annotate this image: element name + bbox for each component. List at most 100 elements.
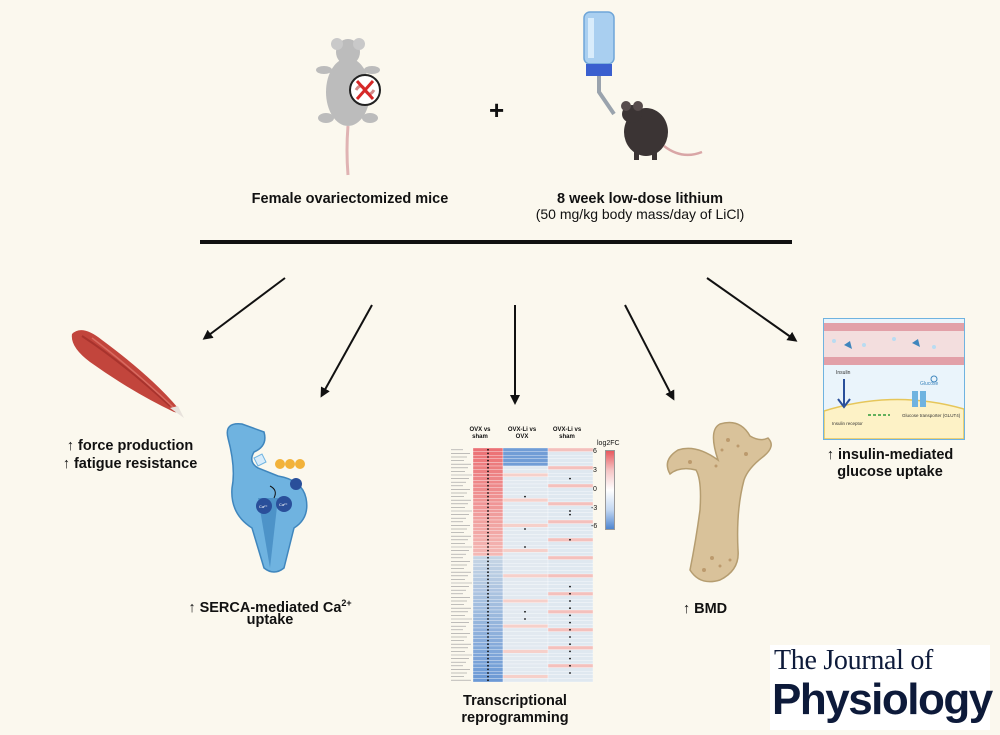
significance-dot: [487, 589, 489, 592]
heatmap-cell: [502, 663, 549, 668]
significance-dot: [569, 664, 571, 667]
heatmap-cell: [502, 458, 549, 463]
heatmap-cell: [502, 624, 549, 629]
heatmap-cell: [502, 602, 549, 607]
significance-dot: [487, 499, 489, 502]
ovariectomized-mouse-illustration: [300, 30, 400, 180]
heatmap-cell: [547, 530, 593, 535]
significance-dot: [487, 553, 489, 556]
heatmap-cell: [502, 455, 549, 459]
heatmap-cell: [547, 469, 593, 474]
significance-dot: [487, 502, 489, 505]
journal-title-line1: The Journal of: [774, 645, 934, 676]
heatmap-cell: [502, 523, 549, 528]
heatmap-cell: [502, 448, 549, 452]
significance-dot: [487, 592, 489, 595]
significance-dot: [569, 592, 571, 595]
heatmap-cell: [502, 595, 549, 600]
significance-dot: [487, 470, 489, 473]
significance-dot: [487, 531, 489, 534]
journal-logo: The Journal of Physiology: [770, 645, 993, 730]
heatmap-cell: [547, 487, 593, 492]
muscle-outcome-1: ↑ force production: [66, 438, 194, 454]
heatmap-cell: [547, 462, 593, 467]
significance-dot: [487, 600, 489, 602]
significance-dot: [487, 578, 489, 581]
heatmap-cell: [547, 534, 593, 539]
heatmap-cell: [502, 498, 549, 503]
heatmap-cell: [547, 573, 593, 578]
divider-bar: [200, 240, 792, 244]
significance-dot: [524, 528, 526, 530]
glucose-text: Glucose: [920, 381, 939, 387]
heatmap-col-header-1: OVX vs sham: [469, 427, 491, 440]
heatmap-cell: [547, 588, 593, 593]
significance-dot: [524, 610, 526, 613]
heatmap-cell: [547, 527, 593, 531]
heatmap-cell: [502, 573, 549, 578]
heatmap-cell: [547, 678, 593, 683]
scale-tick-1: 6: [593, 448, 597, 455]
heatmap-cell: [502, 537, 549, 542]
heatmap-cell: [502, 566, 549, 571]
significance-dot: [487, 520, 489, 523]
significance-dot: [487, 463, 489, 466]
serca-outcome: ↑ SERCA-mediated Ca2+: [170, 594, 370, 617]
heatmap-cell: [502, 649, 549, 654]
heatmap-cell: [502, 451, 549, 456]
significance-dot: [569, 614, 571, 617]
arrow-muscle: [202, 277, 286, 340]
heatmap-cell: [502, 635, 549, 639]
heatmap-cell: [547, 638, 593, 643]
arrow-bone: [624, 304, 675, 401]
significance-dot: [487, 524, 489, 527]
heatmap-cell: [547, 552, 593, 557]
heatmap-cell: [502, 512, 549, 517]
serca-outcome-text: ↑ SERCA-mediated Ca: [188, 599, 342, 616]
heatmap-cell: [502, 476, 549, 481]
heatmap-scale-title: log2FC: [597, 440, 620, 447]
significance-dot: [487, 610, 489, 613]
heatmap-cell: [547, 674, 593, 679]
heatmap-cell: [547, 617, 593, 621]
significance-dot: [487, 574, 489, 577]
significance-dot: [569, 600, 571, 602]
heatmap-cell: [547, 545, 593, 549]
significance-dot: [487, 528, 489, 530]
significance-dot: [487, 495, 489, 498]
muscle-outcome-2: ↑ fatigue resistance: [62, 456, 198, 472]
serca-pump-illustration: Ca²⁺ Ca²⁺: [218, 418, 330, 578]
heatmap-cell: [547, 455, 593, 459]
heatmap-cell: [502, 638, 549, 643]
scale-tick-5: -6: [591, 523, 598, 530]
significance-dot: [487, 492, 489, 494]
significance-dot: [487, 646, 489, 649]
heatmap-cell: [502, 552, 549, 557]
serca-ca-label-1: Ca²⁺: [259, 504, 268, 509]
significance-dot: [487, 650, 489, 653]
significance-dot: [487, 510, 489, 512]
significance-dot: [569, 510, 571, 512]
heatmap-cell: [502, 530, 549, 535]
significance-dot: [569, 585, 571, 588]
significance-dot: [487, 636, 489, 638]
heatmap-cell: [502, 674, 549, 679]
serca-outcome-superscript: 2+: [341, 598, 352, 608]
bmd-outcome: ↑ BMD: [682, 601, 728, 617]
heatmap-cell: [502, 462, 549, 467]
significance-dot: [487, 643, 489, 646]
significance-dot: [487, 546, 489, 548]
heatmap-cell: [502, 505, 549, 510]
heatmap-cell: [547, 473, 593, 477]
heatmap-cell: [547, 516, 593, 521]
heatmap-cell: [502, 653, 549, 657]
significance-dot: [524, 495, 526, 498]
insulin-signaling-panel: Insulin Glucose Insulin receptor Glucose…: [823, 318, 965, 440]
significance-dot: [487, 668, 489, 671]
heatmap-cell: [502, 656, 549, 661]
heatmap-cell: [547, 465, 593, 470]
significance-dot: [487, 517, 489, 520]
transporter-text: Glucose transporter (GLUT4): [902, 413, 961, 418]
significance-dot: [487, 567, 489, 570]
heatmap-cell: [547, 631, 593, 636]
